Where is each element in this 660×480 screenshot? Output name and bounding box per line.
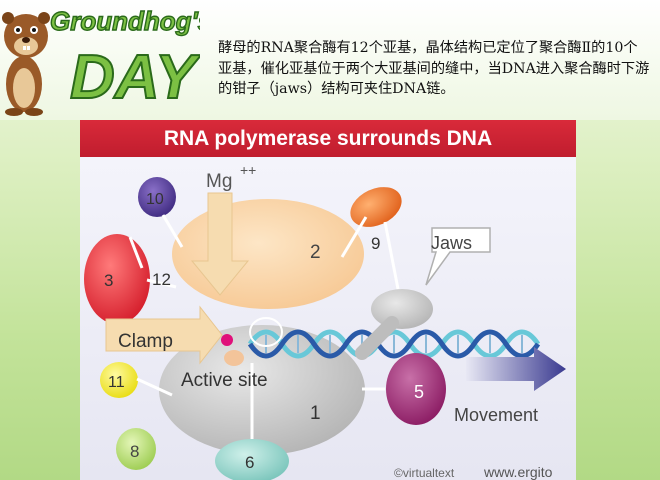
website-text: www.ergito — [483, 464, 553, 480]
mg-label: Mg — [206, 171, 232, 192]
subunit-3 — [84, 234, 150, 324]
dna-helix — [247, 329, 541, 359]
logo-line2: DAY — [70, 43, 200, 112]
groundhog-mascot-icon — [2, 12, 50, 116]
caption-text: 酵母的RNA聚合酶有12个亚基，晶体结构已定位了聚合酶Ⅱ的10个亚基，催化亚基位… — [218, 40, 650, 97]
polymerase-diagram: Mg ++ 10 2 3 12 Clamp Active site 11 1 9… — [80, 157, 576, 480]
clamp-arrow-icon — [105, 305, 223, 365]
subunit-8 — [116, 428, 156, 470]
movement-label: Movement — [454, 405, 538, 425]
jaws-domain — [371, 289, 433, 329]
subunit-1-label: 1 — [310, 403, 321, 424]
subunit-9-label: 9 — [371, 234, 380, 253]
groundhogs-day-logo: Groundhog's DAY — [2, 5, 200, 116]
jaws-callout-icon — [425, 227, 491, 286]
subunit-6 — [215, 439, 289, 480]
header-banner — [0, 0, 660, 120]
subunit-2-label: 2 — [310, 242, 321, 263]
subunit-11 — [100, 362, 138, 398]
active-site-label: Active site — [181, 370, 268, 391]
subunit-12-label: 12 — [152, 270, 171, 289]
mg-ion-dot — [221, 334, 233, 346]
jaws-label: Jaws — [431, 233, 472, 253]
subunit-10-label: 10 — [146, 191, 164, 208]
active-site-ring — [249, 317, 283, 347]
subunit-5-label: 5 — [414, 382, 424, 402]
subunit-8-label: 8 — [130, 442, 139, 461]
mg-superscript-label: ++ — [240, 162, 256, 178]
subunit-1 — [159, 325, 365, 455]
movement-arrow-icon — [466, 347, 566, 391]
mg-arrow-icon — [190, 192, 250, 296]
rna-polymerase-figure: RNA polymerase surrounds DNA — [80, 120, 576, 480]
connector-lines — [128, 214, 400, 439]
subunit-6-label: 6 — [245, 453, 254, 472]
subunit-3-label: 3 — [104, 271, 113, 290]
copyright-text: ©virtualtext — [394, 466, 455, 480]
subunit-9 — [350, 187, 402, 227]
figure-title: RNA polymerase surrounds DNA — [80, 120, 576, 157]
clamp-label: Clamp — [118, 331, 173, 352]
subunit-2 — [172, 199, 364, 309]
subunit-10 — [138, 177, 176, 217]
subunit-5 — [386, 353, 446, 425]
subunit-11-label: 11 — [108, 374, 125, 391]
logo-line1: Groundhog's — [50, 6, 200, 36]
